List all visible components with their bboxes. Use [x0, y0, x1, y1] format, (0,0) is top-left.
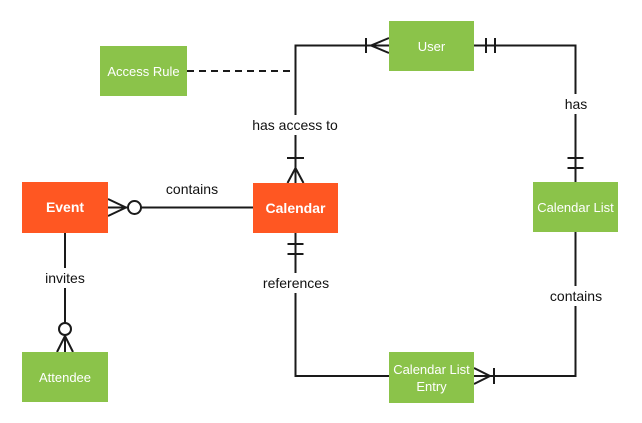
relationship-label-invites: invites: [41, 268, 89, 288]
connector-contains-entry: [473, 232, 577, 385]
entity-calendar[interactable]: Calendar: [253, 183, 338, 233]
connector-contains-event: [107, 198, 253, 217]
connector-invites: [56, 233, 74, 353]
crow-foot-many-icon: [286, 165, 305, 184]
entity-calendar-list-entry[interactable]: Calendar List Entry: [389, 352, 474, 403]
connector-has: [474, 38, 584, 182]
double-bar-icon: [567, 157, 584, 169]
crow-foot-many-icon: [368, 37, 390, 54]
crow-foot-many-icon: [473, 367, 493, 385]
entity-access-rule[interactable]: Access Rule: [100, 46, 187, 96]
relationship-label-has: has: [560, 94, 592, 114]
relationship-label-references: references: [258, 273, 334, 293]
relationship-label-contains-event: contains: [161, 179, 223, 199]
entity-label: User: [417, 38, 446, 54]
crow-foot-many-icon: [56, 333, 74, 353]
entity-user[interactable]: User: [389, 21, 474, 71]
relationship-label-has-access-to: has access to: [248, 115, 342, 135]
entity-calendar-list[interactable]: Calendar List: [533, 182, 618, 232]
connector-references: [287, 233, 389, 377]
entity-label: Attendee: [38, 369, 92, 385]
entity-label: Access Rule: [107, 63, 180, 79]
entity-label: Event: [45, 199, 85, 215]
entity-label: Calendar List: [537, 199, 614, 215]
connector-line: [294, 44, 389, 183]
entity-attendee[interactable]: Attendee: [22, 352, 108, 402]
connector-line: [474, 44, 577, 182]
entity-label: Calendar: [265, 199, 326, 216]
entity-label: Calendar List Entry: [393, 361, 470, 394]
entity-event[interactable]: Event: [22, 182, 108, 233]
zero-optional-circle-icon: [58, 322, 72, 336]
connector-line: [474, 232, 577, 377]
connector-line: [294, 233, 389, 377]
zero-optional-circle-icon: [127, 200, 142, 215]
double-bar-icon: [287, 243, 304, 255]
double-bar-icon: [485, 38, 496, 53]
relationship-label-contains-entry: contains: [545, 286, 607, 306]
connector-has-access-to: [187, 37, 390, 184]
crow-foot-many-icon: [107, 198, 129, 217]
